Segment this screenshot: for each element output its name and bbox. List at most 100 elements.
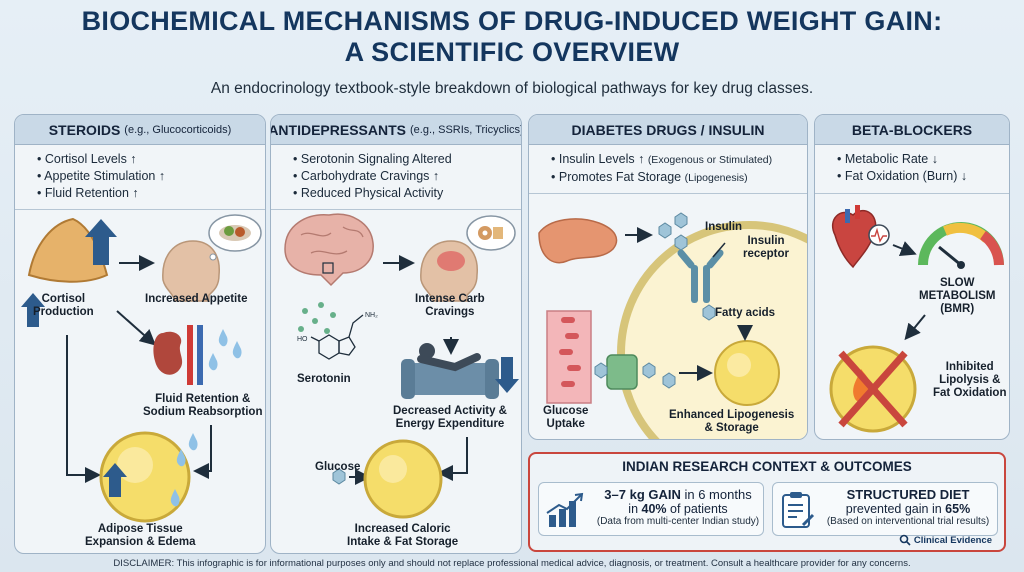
bullet: Fat Oxidation (Burn) ↓	[837, 168, 1009, 185]
diet-note: (Based on interventional trial results)	[826, 516, 990, 527]
steroids-panel: STEROIDS (e.g., Glucocorticoids) Cortiso…	[14, 114, 266, 554]
head-icon	[162, 240, 220, 302]
antidepressants-example: (e.g., SSRIs, Tricyclics)	[410, 123, 522, 136]
title-line-2: A SCIENTIFIC OVERVIEW	[344, 37, 680, 67]
diet-heading: STRUCTURED DIET	[846, 487, 970, 502]
down-arrow-icon	[495, 357, 519, 393]
brain-icon	[284, 213, 374, 287]
diabetes-bullets: Insulin Levels ↑ (Exogenous or Stimulate…	[529, 145, 807, 191]
research-card-gain: 3–7 kg GAIN in 6 months in 40% of patien…	[538, 482, 764, 536]
clinical-evidence-label: Clinical Evidence	[913, 534, 992, 546]
bar-chart-icon	[546, 492, 584, 527]
antidepressants-diagram: HO NH₂	[284, 213, 519, 519]
divider	[529, 193, 807, 194]
beta-blockers-diagram	[829, 205, 1004, 433]
bullet-note: (Exogenous or Stimulated)	[647, 154, 773, 166]
water-drop-icon	[218, 329, 228, 347]
divider	[271, 209, 521, 210]
pancreas-icon	[538, 218, 618, 264]
water-drop-icon	[176, 449, 186, 467]
steroids-bullets: Cortisol Levels ↑ Appetite Stimulation ↑…	[15, 145, 265, 206]
blood-vessel-icon	[546, 310, 592, 404]
metabolism-gauge-icon	[918, 222, 1004, 269]
svg-text:HO: HO	[297, 336, 308, 343]
appetite-label: Increased Appetite	[145, 293, 248, 305]
diabetes-diagram	[538, 212, 807, 439]
research-card-gain-text: 3–7 kg GAIN in 6 months in 40% of patien…	[593, 487, 763, 527]
bullet: Reduced Physical Activity	[293, 185, 521, 202]
lipogenesis-label: Enhanced Lipogenesis& Storage	[669, 409, 795, 434]
glucose-transporter-icon	[606, 354, 638, 390]
clinical-evidence-badge: Clinical Evidence	[899, 534, 992, 546]
divider	[815, 193, 1009, 194]
activity-label: Decreased Activity &Energy Expenditure	[393, 405, 507, 430]
antidepressants-panel: ANTIDEPRESSANTS (e.g., SSRIs, Tricyclics…	[270, 114, 522, 554]
gain-post: of patients	[666, 502, 728, 516]
beta-blockers-title: BETA-BLOCKERS	[851, 121, 973, 138]
insulin-label: Insulin	[705, 221, 743, 233]
up-arrow-icon	[21, 293, 45, 327]
diet-line: prevented gain in 65%	[821, 502, 995, 516]
bullet: Fluid Retention ↑	[37, 185, 265, 202]
fluid-label: Fluid Retention &Sodium Reabsorption	[143, 393, 263, 418]
diet-pre: prevented gain in	[845, 502, 946, 516]
insulin-molecules-icon	[658, 212, 688, 251]
gain-percent-line: in 40% of patients	[593, 502, 763, 516]
steroids-diagram	[21, 214, 262, 523]
head-icon	[420, 240, 478, 302]
glucose-label: Glucose	[315, 461, 361, 473]
research-card-diet: STRUCTURED DIET prevented gain in 65% (B…	[772, 482, 998, 536]
clipboard-icon	[782, 492, 815, 528]
page-title: BIOCHEMICAL MECHANISMS OF DRUG-INDUCED W…	[0, 6, 1024, 68]
water-drop-icon	[208, 353, 218, 371]
water-drop-icon	[188, 433, 198, 451]
disclaimer: DISCLAIMER: This infographic is for info…	[113, 558, 911, 569]
bullet-note: (Lipogenesis)	[684, 172, 748, 184]
serotonin-structure-icon	[310, 314, 364, 360]
bullet: Carbohydrate Cravings ↑	[293, 168, 521, 185]
beta-blockers-header: BETA-BLOCKERS	[815, 115, 1009, 145]
steroids-title: STEROIDS	[48, 121, 121, 138]
gain-period: in 6 months	[680, 487, 752, 502]
research-title: INDIAN RESEARCH CONTEXT & OUTCOMES	[622, 459, 912, 474]
insulin-receptor-icon	[677, 249, 724, 303]
steroids-example: (e.g., Glucocorticoids)	[124, 123, 232, 136]
bullet-main: Insulin Levels ↑	[558, 152, 645, 166]
gain-percent: 40%	[641, 502, 667, 516]
gain-pre: in	[628, 502, 642, 516]
diabetes-title: DIABETES DRUGS / INSULIN	[571, 121, 765, 138]
antidepressants-bullets: Serotonin Signaling Altered Carbohydrate…	[271, 145, 521, 206]
beta-blockers-panel: BETA-BLOCKERS Metabolic Rate ↓ Fat Oxida…	[814, 114, 1010, 440]
gain-amount: 3–7 kg GAIN	[604, 487, 681, 502]
up-arrow-icon	[103, 463, 127, 497]
gain-note: (Data from multi-center Indian study)	[596, 516, 760, 527]
bullet: Appetite Stimulation ↑	[37, 168, 265, 185]
water-drop-icon	[232, 341, 242, 359]
gain-line: 3–7 kg GAIN in 6 months	[593, 487, 763, 502]
bullet-main: Promotes Fat Storage	[558, 170, 682, 184]
fatty-acids-label: Fatty acids	[715, 307, 776, 319]
up-arrow-icon	[85, 219, 117, 265]
research-box: INDIAN RESEARCH CONTEXT & OUTCOMES 3–7 k…	[528, 452, 1006, 552]
antidepressants-title: ANTIDEPRESSANTS	[270, 121, 406, 138]
bullet: Promotes Fat Storage (Lipogenesis)	[551, 169, 807, 187]
bullet: Cortisol Levels ↑	[37, 151, 265, 168]
kidney-icon	[153, 331, 183, 375]
diabetes-panel: DIABETES DRUGS / INSULIN Insulin Levels …	[528, 114, 808, 440]
serotonin-molecules-icon	[298, 302, 336, 334]
bullet: Insulin Levels ↑ (Exogenous or Stimulate…	[551, 151, 807, 169]
glucose-hexagon-icon	[332, 468, 346, 485]
beta-blockers-bullets: Metabolic Rate ↓ Fat Oxidation (Burn) ↓	[815, 145, 1009, 189]
magnifier-icon	[899, 534, 911, 546]
diabetes-header: DIABETES DRUGS / INSULIN	[529, 115, 807, 145]
page-subtitle: An endocrinology textbook-style breakdow…	[210, 80, 814, 97]
svg-text:NH₂: NH₂	[365, 312, 378, 319]
title-line-1: BIOCHEMICAL MECHANISMS OF DRUG-INDUCED W…	[81, 6, 943, 36]
